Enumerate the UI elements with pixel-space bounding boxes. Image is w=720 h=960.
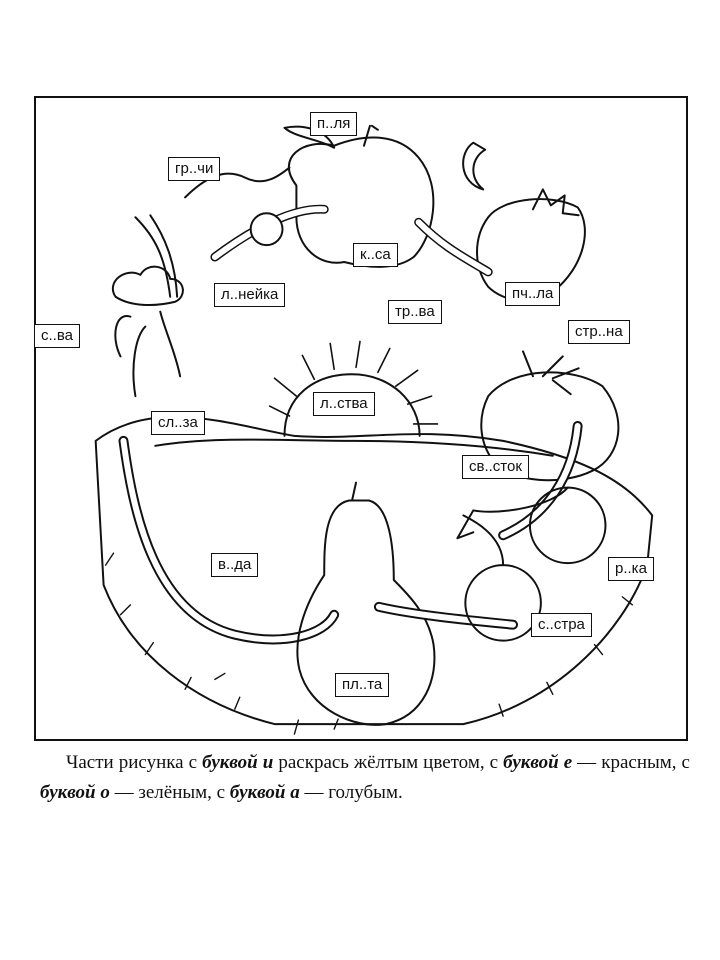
radish-leaves bbox=[114, 310, 182, 398]
onion-sprout bbox=[134, 214, 179, 298]
label-slza: сл..за bbox=[151, 411, 205, 435]
cherry-top bbox=[528, 486, 607, 565]
label-grchi: гр..чи bbox=[168, 157, 221, 181]
caption-letter-o: буквой о bbox=[40, 782, 110, 803]
moon bbox=[462, 141, 487, 191]
apple bbox=[288, 136, 435, 268]
cherry-stems bbox=[456, 486, 569, 567]
apple-stem bbox=[362, 124, 379, 147]
label-ksa: к..са bbox=[353, 243, 398, 267]
pear-worm-inner bbox=[375, 603, 517, 628]
label-rka: р..ка bbox=[608, 557, 654, 581]
label-pchla: пч..ла bbox=[505, 282, 561, 306]
label-sva: с..ва bbox=[34, 324, 80, 348]
sun-body bbox=[283, 373, 421, 437]
strawberry-leaves bbox=[531, 188, 580, 217]
coloring-picture-frame: п..ля гр..чи к..са пч..ла л..нейка тр..в… bbox=[34, 96, 688, 741]
worm-left bbox=[118, 435, 340, 645]
label-strna: стр..на bbox=[568, 320, 630, 344]
worm-left-inner bbox=[120, 437, 338, 643]
ground-outline bbox=[94, 415, 654, 726]
cloud-left bbox=[112, 265, 184, 306]
caption-letter-i: буквой и bbox=[202, 752, 274, 773]
caption-text-1: Части рисунка с bbox=[66, 752, 203, 773]
worm-face bbox=[249, 212, 284, 247]
label-lstva: л..ства bbox=[313, 392, 375, 416]
caption-text-5: — голубым. bbox=[299, 782, 403, 803]
tomato bbox=[480, 371, 620, 482]
pear bbox=[296, 499, 436, 726]
worm-right-vertical-inner bbox=[500, 422, 581, 539]
label-lneyka: л..нейка bbox=[214, 283, 286, 307]
label-svstok: св..сток bbox=[462, 455, 529, 479]
coloring-illustration bbox=[94, 124, 654, 735]
grass-lines bbox=[104, 552, 634, 735]
task-instruction: Части рисунка с буквой и раскрась жёлтым… bbox=[40, 748, 690, 808]
label-vda: в..да bbox=[211, 553, 259, 577]
caption-letter-a: буквой а bbox=[229, 782, 300, 803]
label-plta: пл..та bbox=[335, 673, 390, 697]
cherry-bottom bbox=[464, 564, 542, 642]
caption-text-3: — красным, с bbox=[572, 752, 690, 773]
caption-text-2: раскрась жёлтым цветом, с bbox=[273, 752, 504, 773]
caption-letter-e: буквой е bbox=[503, 752, 573, 773]
worm-right-inner bbox=[415, 219, 492, 275]
label-sstra: с..стра bbox=[531, 613, 592, 637]
caption-text-4: — зелёным, с bbox=[109, 782, 230, 803]
sun-rays bbox=[268, 340, 439, 425]
pear-stem bbox=[351, 481, 358, 502]
label-trva: тр..ва bbox=[388, 300, 442, 324]
garden-bed bbox=[154, 438, 554, 457]
tomato-leaves bbox=[521, 350, 580, 396]
bird-sketch bbox=[184, 166, 291, 199]
label-plya: п..ля bbox=[310, 112, 358, 136]
